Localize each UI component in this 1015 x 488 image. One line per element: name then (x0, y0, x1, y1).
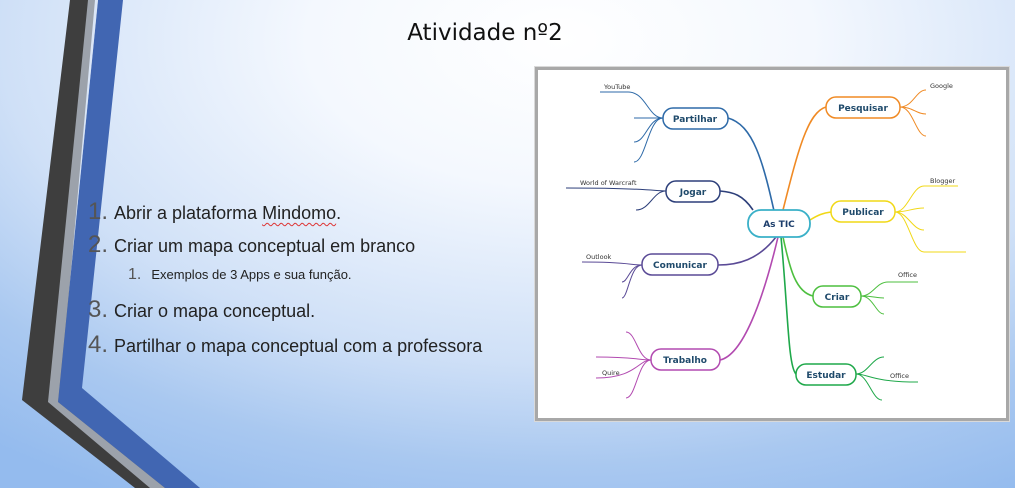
mindmap-diagram: As TIC Partilhar Jogar Comunicar Trabalh… (565, 82, 966, 401)
list-text: Abrir a plataforma Mindomo. (114, 203, 341, 223)
leaf-outlook: Outlook (586, 253, 612, 261)
connector-publicar (809, 211, 832, 221)
slide-title: Atividade nº2 (407, 20, 563, 46)
node-trabalho[interactable]: Trabalho (650, 348, 721, 371)
list-text: Exemplos de 3 Apps e sua função. (151, 267, 352, 282)
node-publicar[interactable]: Publicar (830, 200, 896, 223)
list-item-3: 3.Criar o mapa conceptual. (88, 296, 315, 324)
list-item-2: 2.Criar um mapa conceptual em branco (88, 231, 415, 259)
list-number: 3. (88, 296, 109, 323)
leaf-quire: Quire (602, 369, 620, 377)
leaves-trabalho (595, 331, 652, 399)
list-text: Partilhar o mapa conceptual com a profes… (114, 336, 483, 356)
connector-partilhar (727, 117, 777, 221)
leaves-estudar (855, 356, 919, 401)
node-pesquisar-label: Pesquisar (838, 104, 888, 114)
connector-jogar (719, 190, 754, 211)
connector-estudar (780, 236, 797, 375)
mindmap-leaf-connectors (565, 89, 966, 401)
leaf-google: Google (930, 82, 953, 90)
list-number: 2. (88, 231, 109, 258)
list-number: 4. (88, 331, 109, 358)
leaves-jogar (565, 187, 667, 211)
node-jogar-label: Jogar (679, 188, 707, 198)
spellcheck-word: Mindomo (262, 203, 337, 223)
leaves-criar (860, 281, 918, 315)
node-publicar-label: Publicar (842, 208, 884, 218)
node-pesquisar[interactable]: Pesquisar (825, 96, 901, 119)
leaf-office-estudar: Office (890, 372, 909, 380)
node-jogar[interactable]: Jogar (665, 180, 721, 203)
node-trabalho-label: Trabalho (663, 356, 707, 366)
node-center-label: As TIC (763, 220, 795, 230)
list-item-1: 1.Abrir a plataforma Mindomo. (88, 198, 341, 226)
node-criar[interactable]: Criar (812, 285, 862, 308)
node-criar-label: Criar (825, 293, 850, 303)
list-text: Criar o mapa conceptual. (114, 301, 316, 321)
node-partilhar-label: Partilhar (673, 115, 718, 125)
list-item-4: 4.Partilhar o mapa conceptual com a prof… (88, 331, 482, 359)
leaf-youtube: YouTube (603, 83, 630, 91)
leaves-partilhar (600, 91, 664, 163)
leaf-office-criar: Office (898, 271, 917, 279)
connector-pesquisar (782, 106, 827, 211)
node-comunicar[interactable]: Comunicar (641, 253, 719, 276)
leaf-world-of-warcraft: World of Warcraft (580, 179, 637, 187)
list-text: Criar um mapa conceptual em branco (114, 236, 416, 256)
list-number: 1. (128, 266, 142, 283)
node-comunicar-label: Comunicar (653, 261, 707, 271)
leaf-blogger: Blogger (930, 177, 955, 185)
connector-trabalho (719, 236, 779, 361)
list-subitem-1: 1. Exemplos de 3 Apps e sua função. (128, 266, 352, 284)
leaves-publicar (894, 185, 966, 253)
list-text-part: Abrir a plataforma (114, 203, 263, 223)
node-estudar[interactable]: Estudar (795, 363, 857, 386)
leaves-pesquisar (899, 89, 927, 137)
mindmap-connectors (717, 106, 832, 375)
list-text-part: . (336, 203, 342, 223)
list-number: 1. (88, 198, 109, 225)
mindmap-image[interactable]: As TIC Partilhar Jogar Comunicar Trabalh… (535, 67, 1009, 421)
node-partilhar[interactable]: Partilhar (662, 107, 729, 130)
node-center[interactable]: As TIC (747, 209, 811, 238)
connector-criar (782, 236, 814, 297)
connector-comunicar (717, 236, 777, 266)
leaves-comunicar (581, 261, 643, 299)
node-estudar-label: Estudar (806, 371, 846, 381)
